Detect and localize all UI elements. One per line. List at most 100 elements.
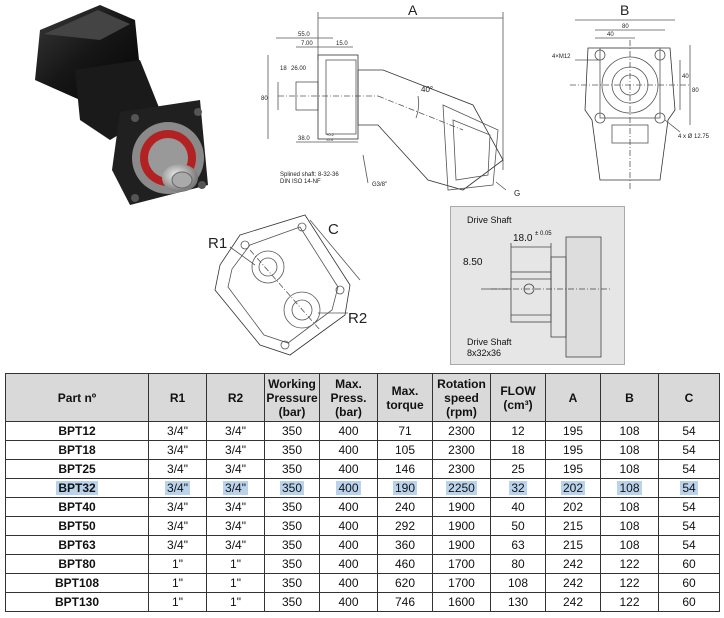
table-cell: 54 bbox=[658, 421, 720, 441]
column-header: B bbox=[600, 373, 659, 422]
tol-b: -0.4 bbox=[326, 137, 334, 142]
column-header: R1 bbox=[148, 373, 207, 422]
din-note: DIN ISO 14-NF bbox=[280, 179, 321, 185]
column-header: Max. Press. (bar) bbox=[319, 373, 378, 422]
table-cell: 146 bbox=[377, 459, 433, 479]
table-cell: 1900 bbox=[432, 535, 491, 555]
column-header: Part nº bbox=[5, 373, 149, 422]
table-cell: 350 bbox=[264, 573, 320, 593]
table-cell: 350 bbox=[264, 459, 320, 479]
table-cell: 3/4" bbox=[206, 535, 265, 555]
table-cell: 54 bbox=[658, 478, 720, 498]
table-cell: 54 bbox=[658, 459, 720, 479]
selected-cell-text: 32 bbox=[509, 481, 527, 495]
dim-55: 55.0 bbox=[298, 32, 310, 38]
table-cell: 54 bbox=[658, 440, 720, 460]
table-cell: 3/4" bbox=[206, 440, 265, 460]
part-number-cell: BPT50 bbox=[5, 516, 149, 536]
table-cell: 25 bbox=[490, 459, 546, 479]
angle-label: 40° bbox=[421, 85, 433, 94]
table-cell: 400 bbox=[319, 497, 378, 517]
column-header: C bbox=[658, 373, 720, 422]
table-cell: 400 bbox=[319, 421, 378, 441]
selected-cell-text: 400 bbox=[336, 481, 361, 495]
selected-cell-text: 108 bbox=[617, 481, 642, 495]
table-cell: 1700 bbox=[432, 573, 491, 593]
table-cell: 60 bbox=[658, 554, 720, 574]
drive-shaft-caption: Drive Shaft bbox=[467, 337, 512, 347]
dim-40-h: 40 bbox=[607, 32, 614, 38]
part-number-cell: BPT40 bbox=[5, 497, 149, 517]
table-cell: 400 bbox=[319, 554, 378, 574]
table-cell: 3/4" bbox=[206, 421, 265, 441]
drive-shaft-dim-18: 18.0 bbox=[513, 233, 533, 244]
part-number-cell: BPT18 bbox=[5, 440, 149, 460]
table-cell: 400 bbox=[319, 478, 378, 498]
holes-label: 4 x Ø 12.75 bbox=[678, 134, 710, 140]
drive-shaft-spec: 8x32x36 bbox=[467, 348, 502, 358]
table-cell: 1" bbox=[206, 592, 265, 612]
table-cell: 350 bbox=[264, 535, 320, 555]
table-cell: 130 bbox=[490, 592, 546, 612]
dim-80-v: 80 bbox=[692, 88, 699, 94]
table-cell: 1" bbox=[148, 554, 207, 574]
table-cell: 1" bbox=[206, 573, 265, 593]
table-cell: 3/4" bbox=[148, 516, 207, 536]
table-cell: 746 bbox=[377, 592, 433, 612]
side-view-drawing: A 55.0 7.00 15.0 18 26.00 80 38.0 +0.2 -… bbox=[261, 2, 520, 198]
table-cell: 2250 bbox=[432, 478, 491, 498]
table-cell: 240 bbox=[377, 497, 433, 517]
spline-note: Splined shaft: 8-32-36 bbox=[280, 172, 339, 178]
table-cell: 195 bbox=[545, 440, 601, 460]
table-cell: 400 bbox=[319, 592, 378, 612]
table-cell: 400 bbox=[319, 516, 378, 536]
dim-40-v: 40 bbox=[682, 74, 689, 80]
port-R2-label: R2 bbox=[348, 310, 367, 327]
table-cell: 108 bbox=[600, 440, 659, 460]
table-cell: 350 bbox=[264, 421, 320, 441]
table-cell: 215 bbox=[545, 516, 601, 536]
table-cell: 108 bbox=[600, 478, 659, 498]
dim-26: 26.00 bbox=[291, 66, 307, 72]
dim-15: 15.0 bbox=[336, 41, 348, 47]
table-cell: 108 bbox=[490, 573, 546, 593]
table-cell: 3/4" bbox=[148, 459, 207, 479]
column-header: Max. torque bbox=[377, 373, 433, 422]
table-cell: 360 bbox=[377, 535, 433, 555]
dim-38: 38.0 bbox=[298, 136, 310, 142]
part-number-cell: BPT108 bbox=[5, 573, 149, 593]
table-cell: 350 bbox=[264, 440, 320, 460]
part-number-cell: BPT63 bbox=[5, 535, 149, 555]
table-cell: 3/4" bbox=[148, 421, 207, 441]
table-cell: 54 bbox=[658, 497, 720, 517]
drive-shaft-title: Drive Shaft bbox=[467, 215, 512, 225]
table-cell: 1700 bbox=[432, 554, 491, 574]
table-cell: 80 bbox=[490, 554, 546, 574]
dim-C-label: C bbox=[328, 221, 339, 238]
table-cell: 292 bbox=[377, 516, 433, 536]
column-header: A bbox=[545, 373, 601, 422]
table-cell: 60 bbox=[658, 592, 720, 612]
table-cell: 3/4" bbox=[148, 478, 207, 498]
table-cell: 400 bbox=[319, 573, 378, 593]
table-cell: 202 bbox=[545, 478, 601, 498]
part-number-cell: BPT80 bbox=[5, 554, 149, 574]
port-R1-label: R1 bbox=[208, 235, 227, 252]
table-cell: 195 bbox=[545, 421, 601, 441]
table-cell: 1600 bbox=[432, 592, 491, 612]
table-cell: 460 bbox=[377, 554, 433, 574]
dim-80-h: 80 bbox=[622, 24, 629, 30]
dim-7: 7.00 bbox=[301, 41, 313, 47]
selected-cell-text: 350 bbox=[279, 481, 305, 495]
table-cell: 3/4" bbox=[206, 478, 265, 498]
column-header: Working Pressure (bar) bbox=[264, 373, 320, 422]
table-cell: 50 bbox=[490, 516, 546, 536]
pump-photo bbox=[35, 5, 208, 205]
selected-cell-text: 3/4" bbox=[165, 481, 190, 495]
table-cell: 2300 bbox=[432, 459, 491, 479]
dim-B-label: B bbox=[620, 2, 629, 18]
table-cell: 400 bbox=[319, 535, 378, 555]
